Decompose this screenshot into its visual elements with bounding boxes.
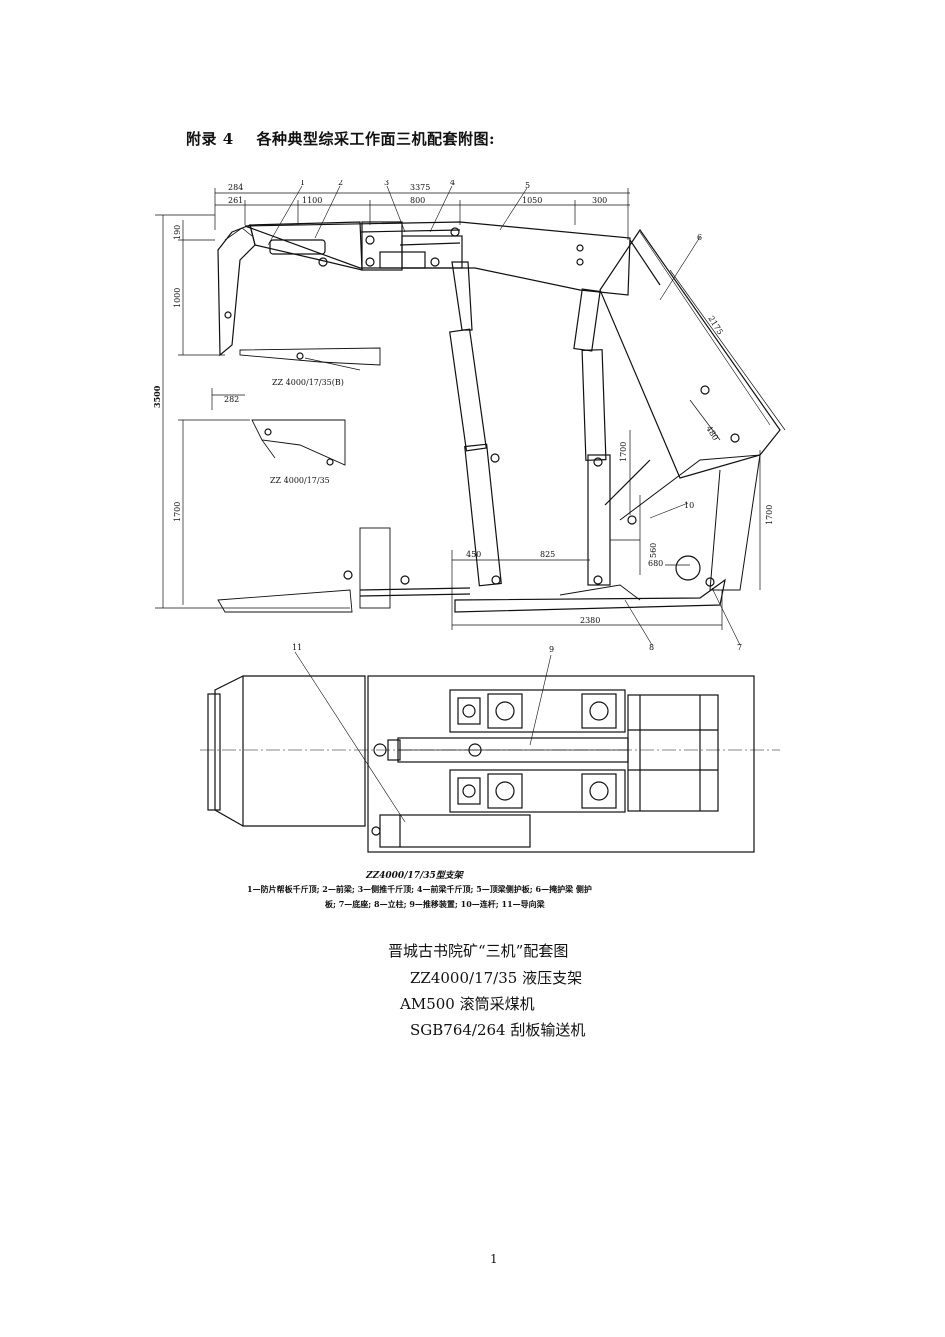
dim-825: 825: [540, 550, 555, 559]
dim-1050: 1050: [522, 196, 542, 205]
part-8: 8: [649, 643, 654, 652]
dim-1700-right: 1700: [765, 505, 774, 525]
dim-2380: 2380: [580, 616, 600, 625]
part-7: 7: [737, 643, 742, 652]
dim-1100: 1100: [302, 196, 322, 205]
dim-680: 680: [648, 559, 663, 568]
dim-190: 190: [173, 225, 182, 240]
legend-line-1: 1—防片帮板千斤顶; 2—前梁; 3—侧推千斤顶; 4—前梁千斤顶; 5—顶梁侧…: [247, 884, 592, 894]
variant-a-label: ZZ 4000/17/35: [270, 476, 330, 485]
variant-b-label: ZZ 4000/17/35(B): [272, 378, 344, 387]
part-4: 4: [450, 180, 455, 187]
part-2: 2: [338, 180, 343, 187]
figure-title: ZZ4000/17/35型支架: [366, 871, 463, 881]
part-10: 10: [684, 501, 694, 510]
caption-conveyor: SGB764/264 刮板输送机: [410, 1021, 586, 1039]
part-5: 5: [525, 181, 530, 190]
part-6: 6: [697, 233, 702, 242]
support-drawing: 284 261 1100 3375 800 1050 300 190 1000 …: [152, 180, 786, 853]
dim-282: 282: [224, 395, 239, 404]
dim-1700-mid: 1700: [619, 442, 628, 462]
dim-1700-left: 1700: [173, 502, 182, 522]
page-number: 1: [490, 1252, 498, 1266]
plan-view: [200, 651, 780, 853]
part-1: 1: [300, 180, 305, 187]
dim-3500: 3500: [152, 385, 162, 408]
dim-261: 261: [228, 196, 243, 205]
part-9: 9: [549, 645, 554, 654]
dim-450: 450: [466, 550, 481, 559]
dim-284: 284: [228, 183, 243, 192]
dim-2175: 2175: [706, 314, 724, 336]
dim-560: 560: [649, 543, 658, 558]
part-11: 11: [292, 643, 302, 652]
dim-1000: 1000: [173, 288, 182, 308]
caption-shearer: AM500 滚筒采煤机: [400, 995, 535, 1013]
dim-480: 480: [704, 424, 720, 442]
caption-support: ZZ4000/17/35 液压支架: [410, 969, 583, 987]
legend-line-2: 板; 7—底座; 8—立柱; 9—推移装置; 10—连杆; 11—导向梁: [325, 899, 545, 909]
dim-300: 300: [592, 196, 607, 205]
dim-800: 800: [410, 196, 425, 205]
side-view: [155, 185, 786, 646]
figure-legend: 1—防片帮板千斤顶; 2—前梁; 3—侧推千斤顶; 4—前梁千斤顶; 5—顶梁侧…: [247, 882, 647, 912]
caption-title: 晋城古书院矿“三机”配套图: [388, 942, 569, 960]
page-heading: 附录 4 各种典型综采工作面三机配套附图:: [186, 130, 496, 148]
part-3: 3: [384, 180, 389, 187]
dim-3375: 3375: [410, 183, 430, 192]
